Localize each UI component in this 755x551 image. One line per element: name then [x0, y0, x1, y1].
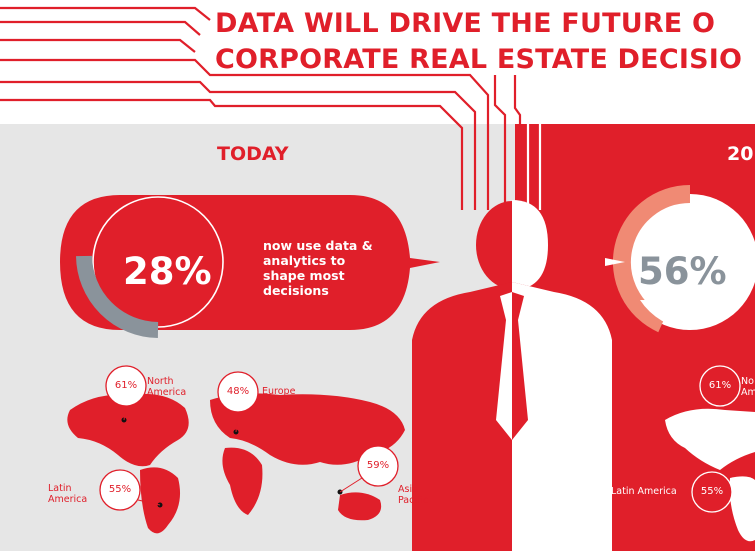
- future-ring: [605, 185, 755, 333]
- future-stat: 56%: [638, 250, 727, 293]
- region-name-line: Europe: [262, 386, 296, 397]
- region-value-latin-america: 55%: [108, 484, 132, 495]
- future-region-value: 61%: [708, 380, 732, 391]
- businessman-silhouette: [412, 200, 612, 551]
- circuit-lines: [0, 6, 566, 210]
- future-region-name-line: Latin America: [611, 486, 677, 497]
- region-markers-future: [691, 365, 741, 513]
- title-line-2: CORPORATE REAL ESTATE DECISIO: [215, 44, 743, 75]
- region-value-europe: 48%: [226, 386, 250, 397]
- today-bubble: [60, 195, 440, 338]
- title-line-1: DATA WILL DRIVE THE FUTURE O: [215, 8, 716, 39]
- future-region-value: 55%: [700, 486, 724, 497]
- world-map-future: [665, 408, 755, 542]
- region-name-line: Asia: [398, 484, 418, 495]
- world-map: [67, 381, 405, 534]
- future-region-name-line: No: [741, 376, 754, 387]
- today-description-line: analytics to: [263, 253, 346, 268]
- today-stat: 28%: [123, 250, 212, 293]
- today-description-line: shape most: [263, 268, 345, 283]
- today-heading: TODAY: [217, 143, 289, 165]
- region-value-north-america: 61%: [114, 380, 138, 391]
- today-description-line: now use data &: [263, 238, 373, 253]
- region-name-line: Latin: [48, 483, 72, 494]
- region-name-line: America: [48, 494, 88, 505]
- pin-leaders: [123, 405, 363, 506]
- future-region-name-line: Am: [741, 387, 755, 398]
- region-name-line: North: [147, 376, 174, 387]
- region-name-line: America: [147, 387, 187, 398]
- today-description-line: decisions: [263, 283, 329, 298]
- region-name-line: Pacific: [398, 495, 429, 506]
- region-markers: [99, 365, 399, 511]
- region-value-asia-pacific: 59%: [366, 460, 390, 471]
- future-heading: 20: [727, 143, 754, 165]
